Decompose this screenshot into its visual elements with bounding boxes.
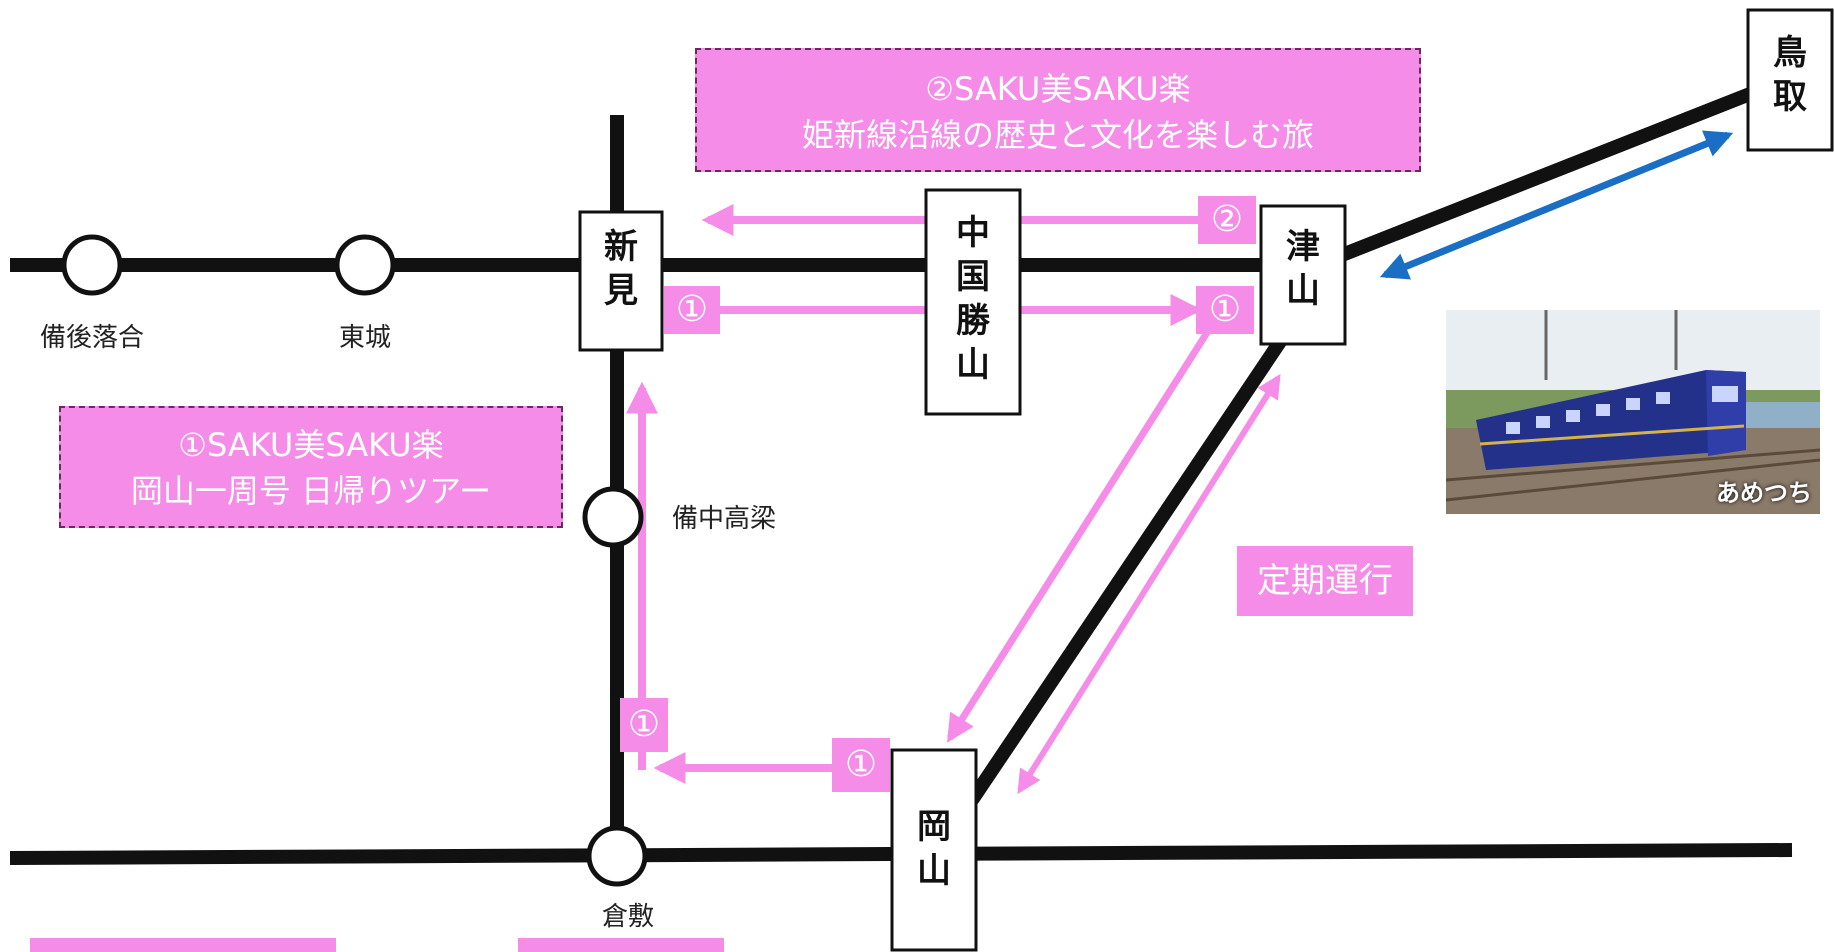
station-box-okayama [890, 748, 978, 952]
arrow-regular-okayama-tsuyama [1017, 373, 1281, 795]
marker-tour1-okayama: ① [832, 738, 890, 792]
station-circle-tojo [334, 234, 396, 296]
marker-tour1-kurashiki: ① [620, 698, 668, 752]
bottom-pink-strip-left [30, 938, 336, 952]
station-label-tottori: 鳥取 [1773, 33, 1807, 117]
photo-caption: あめつち [1716, 479, 1812, 507]
station-label-okayama: 岡山 [917, 807, 951, 891]
station-label-niimi: 新見 [604, 227, 638, 311]
station-circle-bingo-ochiai [61, 234, 123, 296]
bottom-pink-strip-middle [518, 938, 724, 952]
tour1-title: ①SAKU美SAKU楽 [178, 426, 444, 464]
station-circle-bitchu-takahashi [582, 486, 644, 548]
station-box-chugoku-katsuyama [924, 188, 1022, 416]
tour1-description-box: ①SAKU美SAKU楽 岡山一周号 日帰りツアー [59, 406, 563, 528]
regular-service-badge: 定期運行 [1237, 546, 1413, 616]
station-name-kurashiki: 倉敷 [602, 902, 654, 932]
station-label-tsuyama: 津山 [1286, 227, 1320, 311]
tour1-subtitle: 岡山一周号 日帰りツアー [130, 472, 492, 510]
marker-tour2-chugoku: ② [1198, 196, 1256, 244]
station-name-tojo: 東城 [339, 323, 391, 353]
station-label-chugoku-katsuyama: 中国勝山 [956, 213, 991, 385]
tour2-subtitle: 姫新線沿線の歴史と文化を楽しむ旅 [801, 116, 1314, 154]
tour2-title: ②SAKU美SAKU楽 [925, 70, 1191, 108]
arrow-tsuyama-tottori [1379, 130, 1734, 280]
marker-tour1-tsuyama: ① [1196, 286, 1254, 334]
station-name-bingo-ochiai: 備後落合 [40, 323, 144, 353]
train-illustration [1446, 310, 1820, 514]
station-box-niimi [578, 210, 664, 352]
tour2-description-box: ②SAKU美SAKU楽 姫新線沿線の歴史と文化を楽しむ旅 [695, 48, 1421, 172]
station-box-tsuyama [1259, 204, 1347, 346]
station-box-tottori [1746, 8, 1834, 152]
station-circle-kurashiki [586, 825, 648, 887]
station-name-bitchu-takahashi: 備中高梁 [672, 504, 776, 534]
train-photo-ametsuchi: あめつち [1446, 310, 1820, 514]
marker-tour1-niimi: ① [664, 286, 720, 334]
